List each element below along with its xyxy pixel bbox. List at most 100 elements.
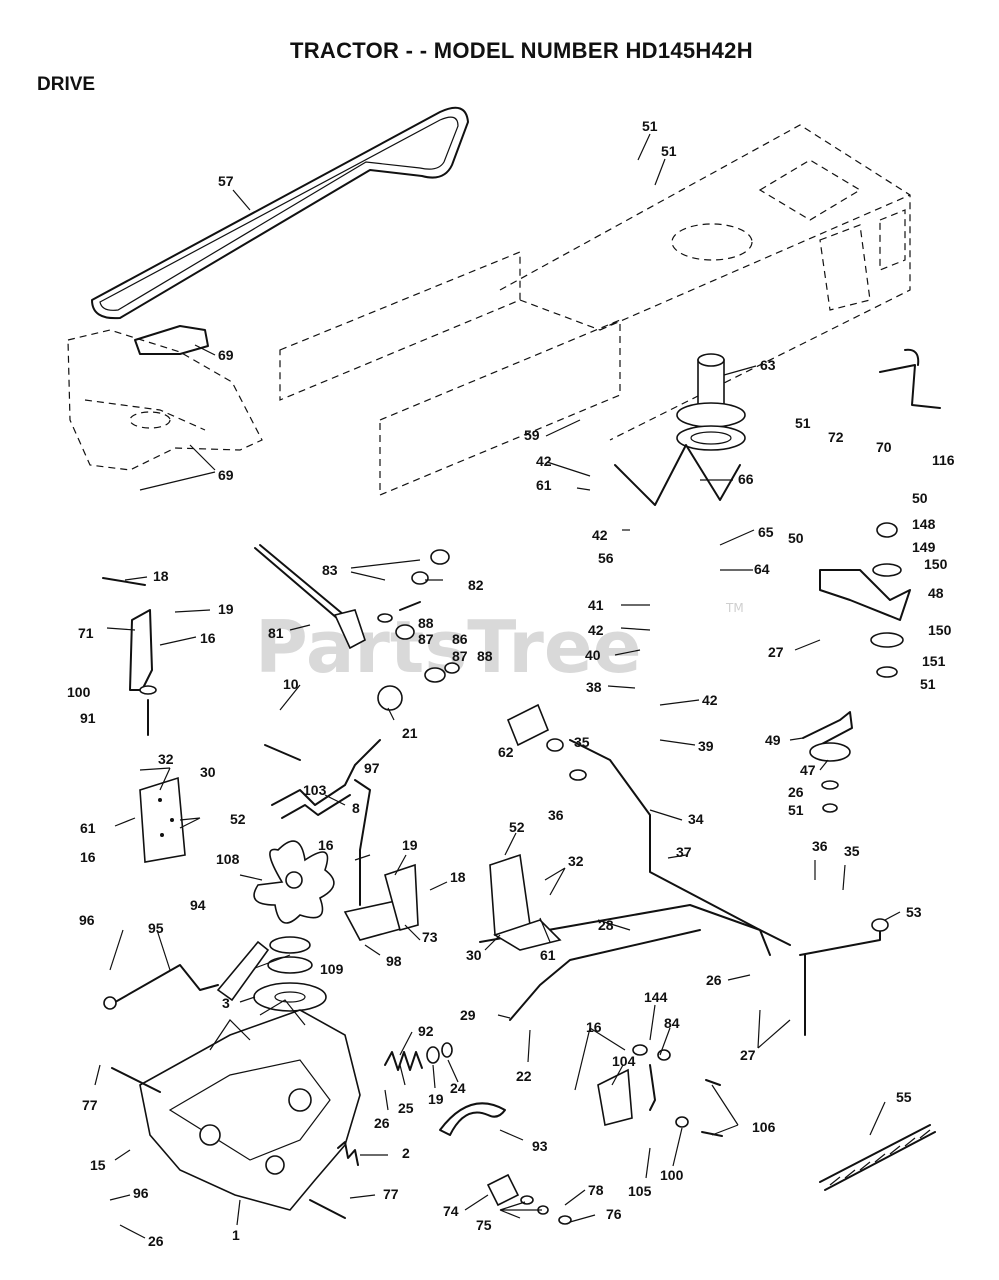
callout-104: 104: [612, 1053, 636, 1069]
roller-62: [506, 703, 587, 781]
callout-73: 73: [422, 929, 438, 945]
callout-19-a: 19: [218, 601, 234, 617]
transaxle-1: [111, 999, 361, 1219]
callout-36-b: 36: [812, 838, 828, 854]
callout-19-b: 19: [402, 837, 418, 853]
callout-87-a: 87: [418, 631, 434, 647]
callout-26-c: 26: [374, 1115, 390, 1131]
drive-belt-57: [91, 106, 469, 320]
callout-labels: 57 69 69 51 51 63 51 72 70 116 59 66 42 …: [67, 118, 955, 1249]
callout-96-a: 96: [79, 912, 95, 928]
callout-10: 10: [283, 676, 299, 692]
callout-49: 49: [765, 732, 781, 748]
spring-55: [819, 1124, 936, 1191]
idler-bracket-66: [614, 444, 741, 506]
callout-50-b: 50: [788, 530, 804, 546]
callout-66: 66: [738, 471, 754, 487]
callout-100-b: 100: [660, 1167, 684, 1183]
belt-guide-89: [134, 325, 209, 355]
callout-82: 82: [468, 577, 484, 593]
callout-61-b: 61: [80, 820, 96, 836]
watermark-tm: TM: [725, 601, 744, 615]
callout-96-b: 96: [133, 1185, 149, 1201]
section-title: DRIVE: [37, 74, 96, 95]
callout-65: 65: [758, 524, 774, 540]
callout-15: 15: [90, 1157, 106, 1173]
callout-83: 83: [322, 562, 338, 578]
callout-84: 84: [664, 1015, 680, 1031]
pulley-63: [676, 353, 746, 451]
callout-100-a: 100: [67, 684, 91, 700]
callout-41: 41: [588, 597, 604, 613]
callout-40: 40: [585, 647, 601, 663]
callout-32-b: 32: [568, 853, 584, 869]
callout-38: 38: [586, 679, 602, 695]
callout-27-a: 27: [768, 644, 784, 660]
callout-94: 94: [190, 897, 206, 913]
tractor-frame: [279, 124, 911, 496]
callout-16-b: 16: [80, 849, 96, 865]
callout-76: 76: [606, 1206, 622, 1222]
callout-88-a: 88: [418, 615, 434, 631]
roller-74: [486, 1173, 572, 1225]
callout-75: 75: [476, 1217, 492, 1233]
callout-50-a: 50: [912, 490, 928, 506]
callout-91: 91: [80, 710, 96, 726]
callout-37: 37: [676, 844, 692, 860]
callout-52-a: 52: [230, 811, 246, 827]
callout-148: 148: [912, 516, 936, 532]
callout-98: 98: [386, 953, 402, 969]
callout-18-b: 18: [450, 869, 466, 885]
spring-25: [384, 1051, 423, 1071]
callout-25: 25: [398, 1100, 414, 1116]
callout-22: 22: [516, 1068, 532, 1084]
collar-19: [426, 1046, 440, 1064]
hood-outline: [67, 329, 263, 471]
bracket-30-right: [489, 853, 562, 951]
callout-87-b: 87: [452, 648, 468, 664]
callout-95: 95: [148, 920, 164, 936]
callout-48: 48: [928, 585, 944, 601]
brake-rod-95: [103, 940, 270, 1010]
bracket-71: [129, 609, 153, 691]
callout-42-b: 42: [592, 527, 608, 543]
callout-26-d: 26: [148, 1233, 164, 1249]
callout-151: 151: [922, 653, 946, 669]
callout-109: 109: [320, 961, 344, 977]
callout-62: 62: [498, 744, 514, 760]
callout-116: 116: [932, 452, 955, 468]
clutch-rods: [479, 739, 889, 1036]
callout-36-a: 36: [548, 807, 564, 823]
callout-71: 71: [78, 625, 94, 641]
callout-55: 55: [896, 1089, 912, 1105]
spring-70: [879, 348, 941, 409]
callout-108: 108: [216, 851, 240, 867]
callout-89: 69: [218, 347, 234, 363]
callout-81: 81: [268, 625, 284, 641]
callout-32-a: 32: [158, 751, 174, 767]
callout-16-a: 16: [200, 630, 216, 646]
callout-42-a: 42: [536, 453, 552, 469]
shift-lever-8: [264, 685, 403, 819]
callout-39: 39: [698, 738, 714, 754]
watermark-text: PartsTree: [255, 605, 642, 689]
callout-51-c: 51: [795, 415, 811, 431]
callout-42-c: 42: [588, 622, 604, 638]
page-title: TRACTOR - - MODEL NUMBER HD145H42H: [290, 38, 753, 63]
callout-78: 78: [588, 1182, 604, 1198]
callout-51-d: 51: [920, 676, 936, 692]
callout-77-b: 77: [383, 1186, 399, 1202]
callout-3: 3: [222, 995, 230, 1011]
washer-100: [139, 685, 157, 695]
callout-28: 28: [598, 917, 614, 933]
callout-8: 8: [352, 800, 360, 816]
watermark: PartsTree TM: [255, 601, 744, 689]
callout-93: 93: [532, 1138, 548, 1154]
callout-105: 105: [628, 1183, 652, 1199]
leader-lines: [94, 133, 901, 1239]
callout-51-b: 51: [661, 143, 677, 159]
callout-150-a: 150: [924, 556, 948, 572]
callout-18-a: 18: [153, 568, 169, 584]
